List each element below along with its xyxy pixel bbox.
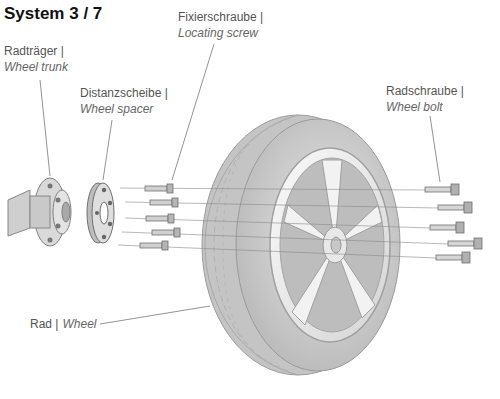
wheel-spacer-part bbox=[108, 222, 112, 226]
diagram-title: System 3 / 7 bbox=[4, 4, 102, 24]
part-label: Radträger | bbox=[4, 44, 64, 59]
leader-lines-part bbox=[430, 116, 440, 182]
part-label: Radschraube | bbox=[386, 84, 464, 99]
wheel-trunk-part bbox=[53, 190, 71, 234]
leader-lines bbox=[40, 44, 440, 324]
locating-screws bbox=[140, 184, 180, 250]
wheel-trunk-part bbox=[48, 184, 53, 189]
wheel-bolts-part bbox=[436, 255, 462, 260]
wheel-trunk-part bbox=[56, 224, 61, 229]
locating-screws-part bbox=[172, 198, 178, 207]
wheel-spacer-part bbox=[108, 201, 112, 205]
wheel-bolts bbox=[425, 184, 482, 263]
locating-screws-part bbox=[150, 200, 172, 205]
leader-lines-part bbox=[40, 80, 50, 176]
wheel-trunk bbox=[8, 178, 71, 246]
wheel-rim-part bbox=[270, 148, 390, 342]
wheel-trunk-part bbox=[8, 190, 30, 236]
wheel-bolts-part bbox=[456, 222, 464, 233]
wheel-trunk-part bbox=[48, 238, 53, 243]
wheel-rim-part bbox=[323, 227, 347, 263]
part-label: Wheel bbox=[62, 317, 96, 332]
wheel-rim bbox=[270, 148, 390, 342]
wheel-bolts-part bbox=[438, 205, 464, 210]
wheel-spacer-part bbox=[102, 235, 106, 239]
wheel-trunk-part bbox=[30, 196, 50, 228]
tire bbox=[202, 115, 400, 375]
locating-screws-part bbox=[145, 186, 167, 191]
leader-lines-part bbox=[100, 306, 210, 324]
leader-lines-part bbox=[172, 44, 214, 180]
tire-part bbox=[236, 119, 400, 371]
wheel-bolts-part bbox=[425, 187, 451, 192]
part-label: Wheel spacer bbox=[80, 102, 153, 117]
locating-screws-part bbox=[140, 243, 162, 248]
wheel-spacer-part bbox=[102, 188, 106, 192]
wheel-spacer-part bbox=[100, 202, 108, 224]
wheel-bolts-part bbox=[430, 225, 456, 230]
locating-screws-part bbox=[168, 214, 174, 223]
wheel-bolts-part bbox=[462, 252, 470, 263]
part-label: Locating screw bbox=[178, 26, 258, 41]
wheel-bolts-part bbox=[474, 238, 482, 249]
wheel-trunk-part bbox=[56, 198, 61, 203]
assembly-lines bbox=[118, 188, 448, 258]
locating-screws-part bbox=[162, 241, 168, 250]
wheel-rim-part bbox=[280, 158, 384, 332]
wheel-bolts-part bbox=[451, 184, 459, 195]
wheel-bolts-part bbox=[464, 202, 472, 213]
part-label: Wheel bolt bbox=[386, 100, 443, 115]
part-label: Distanzscheibe | bbox=[80, 86, 168, 101]
locating-screws-part bbox=[167, 184, 173, 193]
wheel-bolts-part bbox=[448, 241, 474, 246]
wheel-spacer-part bbox=[95, 211, 99, 215]
locating-screws-part bbox=[174, 228, 180, 237]
locating-screws-part bbox=[146, 216, 168, 221]
part-label: Wheel trunk bbox=[4, 60, 68, 75]
locating-screws-part bbox=[152, 230, 174, 235]
leader-lines-part bbox=[103, 120, 112, 180]
wheel-spacer-part bbox=[92, 183, 114, 243]
part-label: Rad | bbox=[30, 317, 58, 332]
wheel-spacer bbox=[87, 183, 114, 243]
part-label: Fixierschraube | bbox=[178, 10, 263, 25]
wheel-trunk-part bbox=[62, 202, 70, 222]
